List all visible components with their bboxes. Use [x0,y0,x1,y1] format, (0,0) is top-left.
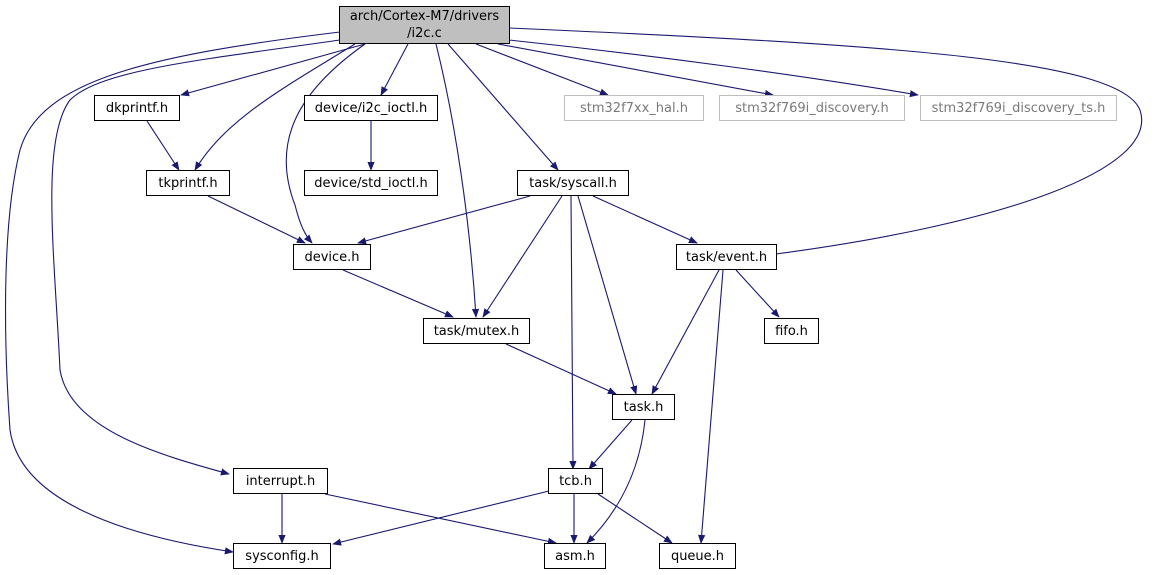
node-fifo[interactable]: fifo.h [764,318,819,344]
node-stm32f769i-discovery[interactable]: stm32f769i_discovery.h [719,95,905,121]
edge-root-i2c-ioctl [380,43,409,96]
edge-dkprintf-tkprintf [146,120,180,171]
node-std-ioctl[interactable]: device/std_ioctl.h [304,170,438,196]
edge-task-asm [586,419,646,544]
root-node-i2c-c: arch/Cortex-M7/drivers /i2c.c [339,6,510,44]
edge-device-mutex [342,269,454,318]
node-i2c-ioctl[interactable]: device/i2c_ioctl.h [304,95,438,121]
root-node-line2: /i2c.c [407,26,442,41]
node-task[interactable]: task.h [612,394,675,420]
edge-root-device [285,43,366,244]
edge-tkprintf-device [207,195,306,244]
node-asm[interactable]: asm.h [544,543,606,569]
edge-tcb-sysconfig [332,489,554,546]
node-event[interactable]: task/event.h [676,244,777,270]
edge-syscall-mutex [482,195,563,318]
node-stm32f7xx-hal[interactable]: stm32f7xx_hal.h [564,95,704,121]
node-syscall[interactable]: task/syscall.h [517,170,629,196]
edge-root-mutex [435,43,480,318]
edge-root-tkprintf [194,43,356,171]
edge-tcb-queue [597,493,673,544]
edge-root-syscall [447,43,559,171]
edge-event-task [651,269,720,395]
edge-root-interrupt [51,39,341,476]
edge-syscall-task [577,195,638,395]
edge-root-event [508,27,1143,258]
node-interrupt[interactable]: interrupt.h [233,468,328,494]
node-sysconfig[interactable]: sysconfig.h [233,543,331,569]
edge-interrupt-asm [324,493,557,545]
edge-root-dkprintf [180,43,366,97]
edge-event-fifo [735,269,780,318]
node-dkprintf[interactable]: dkprintf.h [94,95,180,121]
node-mutex[interactable]: task/mutex.h [423,318,530,344]
edge-root-stm32f769i-discovery-ts [508,39,919,98]
edge-syscall-device [357,195,531,245]
node-tkprintf[interactable]: tkprintf.h [146,170,230,196]
edge-syscall-event [592,195,698,244]
edge-mutex-task [505,343,617,395]
edge-syscall-tcb [569,195,577,470]
edge-root-sysconfig [4,31,341,555]
edge-task-tcb [588,419,633,470]
root-node-line1: arch/Cortex-M7/drivers [349,9,500,24]
node-queue[interactable]: queue.h [659,543,736,569]
node-stm32f769i-discovery-ts[interactable]: stm32f769i_discovery_ts.h [920,95,1117,121]
edge-event-queue [698,269,724,544]
node-device[interactable]: device.h [293,244,371,270]
node-tcb[interactable]: tcb.h [548,468,603,494]
edge-root-stm32f769i-discovery [497,43,774,98]
edge-root-stm32f7xx-hal [475,43,609,96]
